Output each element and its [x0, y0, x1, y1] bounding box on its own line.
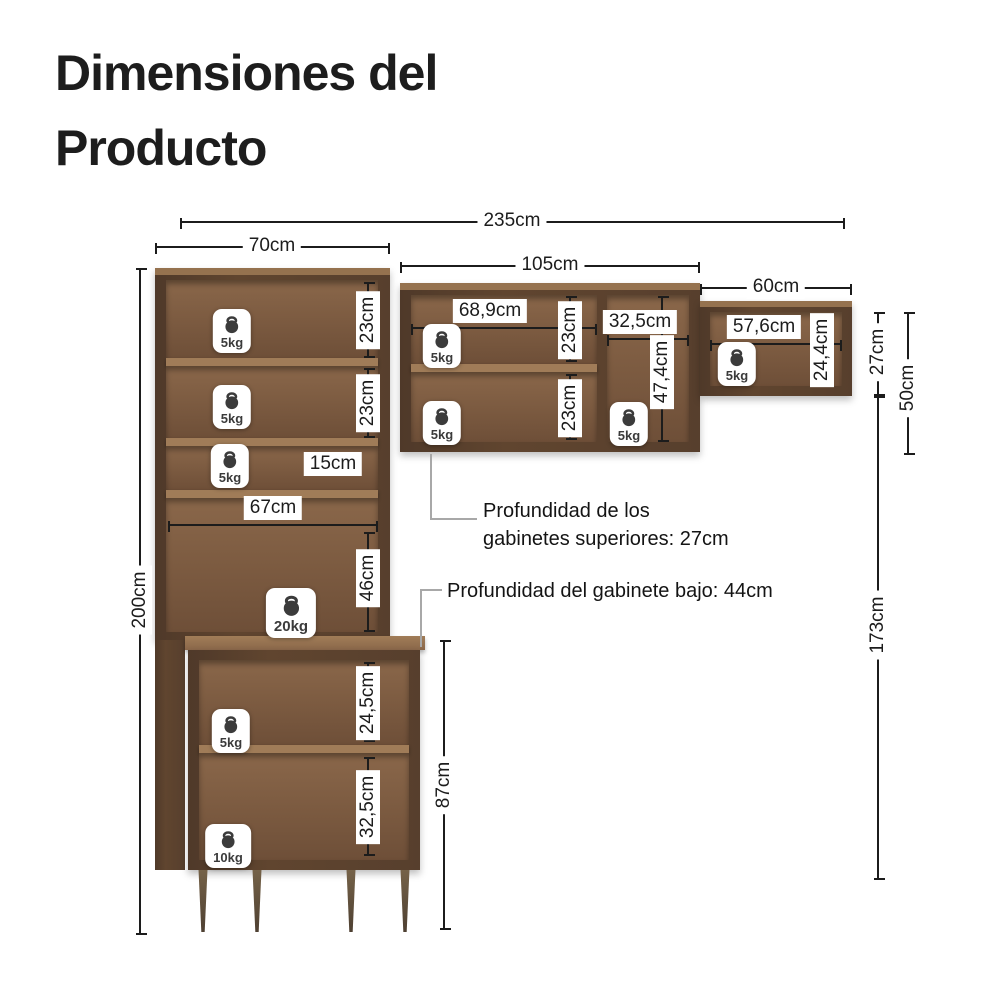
connector-upper-depth-horizontal — [430, 518, 477, 520]
weight-label: 5kg — [430, 427, 454, 442]
dim-label-upper-right-gap: 50cm — [896, 358, 920, 418]
kettlebell-icon — [225, 392, 239, 410]
annotation-upper-depth-line2: gabinetes superiores: 27cm — [483, 527, 729, 550]
dim-label-mid-shelf-1: 23cm — [558, 300, 582, 360]
dim-label-mid-shelf-2: 23cm — [558, 378, 582, 438]
page-title-line1: Dimensiones del — [55, 45, 438, 101]
kettlebell-icon — [622, 409, 636, 427]
dim-label-left-inner-width: 67cm — [243, 496, 303, 520]
weight-label: 10kg — [213, 850, 243, 865]
dim-line-mid-inner-width — [411, 324, 597, 335]
weight-badge: 5kg — [210, 444, 250, 488]
weight-label: 5kg — [725, 368, 749, 383]
connector-base-depth-horizontal — [420, 589, 442, 591]
kettlebell-icon — [223, 451, 237, 469]
dim-label-right-cabinet-width: 60cm — [746, 275, 806, 299]
dim-label-mid-cabinet-width: 105cm — [515, 253, 585, 277]
dim-label-right-cabinet-height: 27cm — [866, 322, 890, 382]
furniture-leg — [400, 870, 410, 932]
connector-base-depth-vertical — [420, 589, 422, 647]
dim-label-left-shelf-1: 23cm — [356, 290, 380, 350]
weight-label: 20kg — [273, 618, 309, 635]
middle-cabinet-top-edge — [400, 283, 700, 290]
dim-label-left-cabinet-width: 70cm — [242, 234, 302, 258]
page-title: Dimensiones del Producto — [55, 36, 438, 186]
weight-label: 5kg — [220, 411, 244, 426]
weight-badge: 5kg — [422, 324, 462, 368]
left-cabinet-section-1 — [166, 280, 378, 358]
dim-label-left-shelf-3: 15cm — [303, 452, 363, 476]
left-cabinet-shelf-3 — [166, 490, 378, 498]
dim-label-left-open-height: 46cm — [356, 548, 380, 608]
weight-label: 5kg — [220, 335, 244, 350]
weight-badge: 5kg — [211, 709, 251, 753]
kettlebell-icon — [435, 408, 449, 426]
left-cabinet-section-2 — [166, 366, 378, 438]
dim-line-left-inner-width — [168, 521, 378, 532]
dim-label-right-inner-height: 24,4cm — [810, 312, 834, 388]
kettlebell-icon — [730, 349, 744, 367]
kettlebell-icon — [435, 331, 449, 349]
kettlebell-icon — [221, 831, 235, 849]
dim-line-right-inner-width — [710, 340, 842, 351]
dim-label-right-to-floor: 173cm — [866, 590, 890, 660]
left-cabinet-shelf-2 — [166, 438, 378, 446]
left-cabinet-side-panel — [155, 640, 185, 870]
dim-label-left-shelf-2: 23cm — [356, 373, 380, 433]
furniture-leg — [346, 870, 356, 932]
weight-label: 5kg — [617, 428, 641, 443]
dim-label-mid-inner-width: 68,9cm — [452, 299, 528, 323]
connector-upper-depth-vertical — [430, 454, 432, 520]
weight-label: 5kg — [430, 350, 454, 365]
weight-label: 5kg — [219, 735, 243, 750]
dim-line-mid-right-width — [607, 335, 689, 346]
kettlebell-icon — [225, 316, 239, 334]
dim-label-base-shelf-1: 24,5cm — [356, 665, 380, 741]
weight-badge: 20kg — [265, 588, 317, 638]
weight-badge: 5kg — [212, 309, 252, 353]
dim-label-mid-right-width: 32,5cm — [602, 310, 678, 334]
dim-label-mid-right-height: 47,4cm — [650, 334, 674, 410]
kettlebell-icon — [283, 595, 299, 616]
weight-badge: 5kg — [422, 401, 462, 445]
annotation-upper-depth-line1: Profundidad de los — [483, 500, 650, 522]
left-cabinet-top-edge — [155, 268, 390, 275]
weight-badge: 10kg — [205, 824, 251, 868]
middle-cabinet-shelf — [411, 364, 597, 372]
weight-label: 5kg — [218, 470, 242, 485]
annotation-upper-depth: Profundidad de los gabinetes superiores:… — [483, 498, 729, 553]
dim-label-total-width: 235cm — [477, 209, 547, 233]
right-cabinet-top-edge — [700, 301, 852, 307]
base-cabinet-shelf — [199, 745, 409, 753]
page-title-line2: Producto — [55, 120, 267, 176]
base-cabinet-countertop — [185, 636, 425, 650]
furniture-leg — [252, 870, 262, 932]
furniture-leg — [198, 870, 208, 932]
kettlebell-icon — [224, 716, 238, 734]
weight-badge: 5kg — [717, 342, 757, 386]
annotation-base-depth: Profundidad del gabinete bajo: 44cm — [447, 580, 773, 602]
dim-label-right-inner-width: 57,6cm — [726, 315, 802, 339]
weight-badge: 5kg — [212, 385, 252, 429]
dim-label-left-cabinet-height: 200cm — [128, 565, 152, 635]
dim-label-base-shelf-2: 32,5cm — [356, 769, 380, 845]
left-cabinet-shelf-1 — [166, 358, 378, 366]
dim-label-base-height: 87cm — [432, 755, 456, 815]
weight-badge: 5kg — [609, 402, 649, 446]
